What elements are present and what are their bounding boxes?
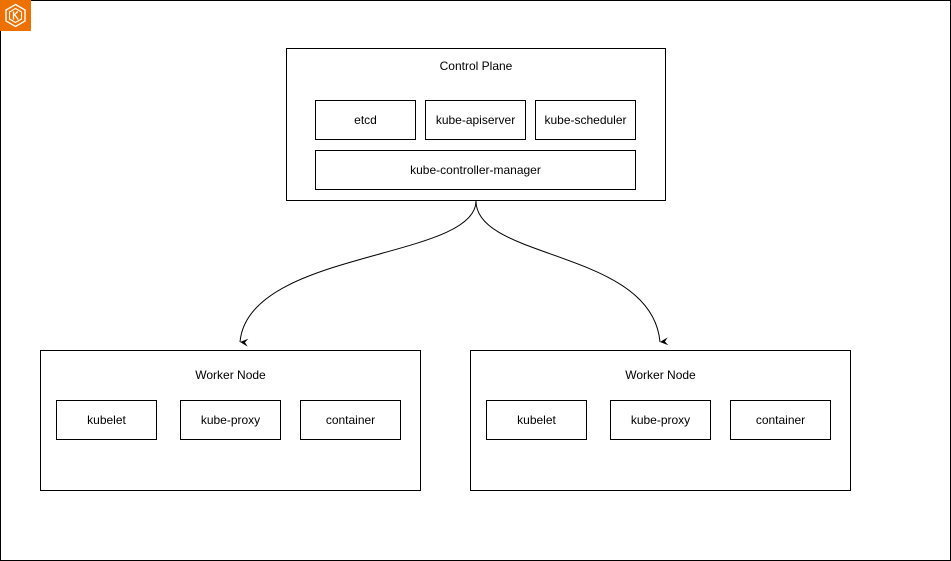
worker-node-2-kube-proxy: kube-proxy xyxy=(610,400,711,440)
eks-badge xyxy=(0,0,31,31)
kube-scheduler-component: kube-scheduler xyxy=(535,100,636,140)
control-plane-title: Control Plane xyxy=(439,59,513,73)
kube-apiserver-component: kube-apiserver xyxy=(425,100,526,140)
worker-node-2-container: container xyxy=(730,400,831,440)
worker-node-1-kube-proxy: kube-proxy xyxy=(180,400,281,440)
kube-controller-manager-component: kube-controller-manager xyxy=(315,150,636,190)
edge-control-plane-to-worker-node-1 xyxy=(239,200,477,347)
etcd-component: etcd xyxy=(315,100,416,140)
worker-node-1-container: container xyxy=(300,400,401,440)
worker-node-2-title: Worker Node xyxy=(625,368,696,382)
worker-node-1-kubelet: kubelet xyxy=(56,400,157,440)
worker-node-1-title: Worker Node xyxy=(195,368,266,382)
worker-node-2-kubelet: kubelet xyxy=(486,400,587,440)
edge-control-plane-to-worker-node-2 xyxy=(475,200,669,346)
eks-kubernetes-icon xyxy=(0,0,31,31)
